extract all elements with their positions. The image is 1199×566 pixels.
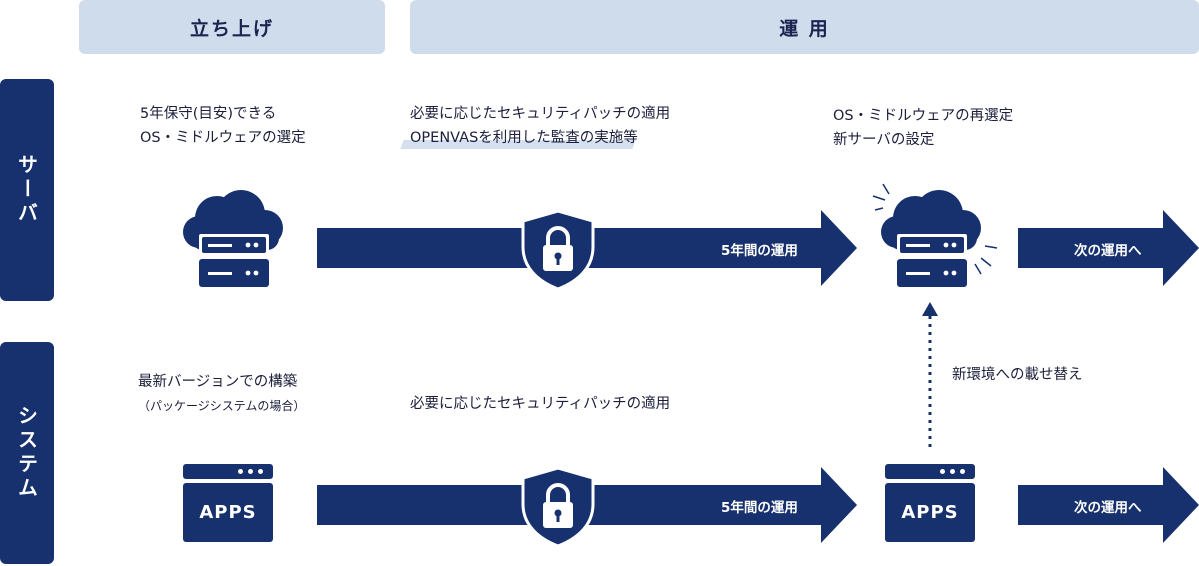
server-ops-text: 必要に応じたセキュリティパッチの適用 OPENVASを利用した監査の実施等 — [410, 102, 670, 150]
lane-system-label: システム — [14, 405, 39, 501]
lane-system: システム — [0, 342, 54, 564]
system-startup-text: 最新バージョンでの構築 （パッケージシステムの場合） — [138, 370, 305, 418]
system-next-arrow — [1018, 467, 1199, 543]
lane-server: サーバ — [0, 79, 54, 301]
server-reselect-line1: OS・ミドルウェアの再選定 — [833, 108, 1014, 124]
migrate-label: 新環境への載せ替え — [952, 367, 1083, 383]
dotted-up-arrow-icon — [920, 300, 940, 452]
server-reselect-text: OS・ミドルウェアの再選定 新サーバの設定 — [833, 104, 1013, 152]
server-arrow-label: 5年間の運用 — [721, 243, 798, 259]
system-startup-line2: （パッケージシステムの場合） — [138, 399, 306, 413]
shield-lock-icon — [517, 209, 599, 291]
system-next-label: 次の運用へ — [1074, 500, 1142, 516]
system-arrow-label: 5年間の運用 — [721, 500, 798, 516]
server-reselect-line2: 新サーバの設定 — [833, 132, 935, 148]
new-cloud-server-icon — [865, 178, 1000, 293]
phase-startup-label: 立ち上げ — [189, 17, 274, 40]
server-startup-line2: OS・ミドルウェアの選定 — [140, 130, 306, 146]
apps-window-icon-new: APPS — [885, 483, 975, 542]
cloud-server-icon — [181, 188, 285, 292]
lane-server-label: サーバ — [14, 154, 39, 226]
server-ops-line1: 必要に応じたセキュリティパッチの適用 — [410, 106, 671, 122]
shield-lock-icon — [517, 466, 599, 548]
server-startup-line1: 5年保守(目安)できる — [140, 106, 277, 122]
migrate-text: 新環境への載せ替え — [952, 363, 1083, 387]
phase-startup: 立ち上げ — [79, 0, 385, 54]
phase-operation: 運 用 — [410, 0, 1199, 54]
system-ops-text: 必要に応じたセキュリティパッチの適用 — [410, 392, 670, 416]
server-startup-text: 5年保守(目安)できる OS・ミドルウェアの選定 — [140, 102, 306, 150]
apps-label-new: APPS — [901, 502, 959, 523]
system-startup-line1: 最新バージョンでの構築 — [138, 374, 298, 390]
server-next-arrow — [1018, 210, 1199, 286]
system-ops-line1: 必要に応じたセキュリティパッチの適用 — [410, 396, 671, 412]
apps-label: APPS — [199, 502, 257, 523]
server-next-label: 次の運用へ — [1074, 243, 1142, 259]
apps-window-titlebar-new — [885, 464, 975, 479]
apps-window-icon: APPS — [183, 483, 273, 542]
phase-operation-label: 運 用 — [779, 17, 830, 40]
apps-window-titlebar — [183, 464, 273, 479]
server-ops-line2: OPENVASを利用した監査の実施等 — [410, 130, 638, 146]
